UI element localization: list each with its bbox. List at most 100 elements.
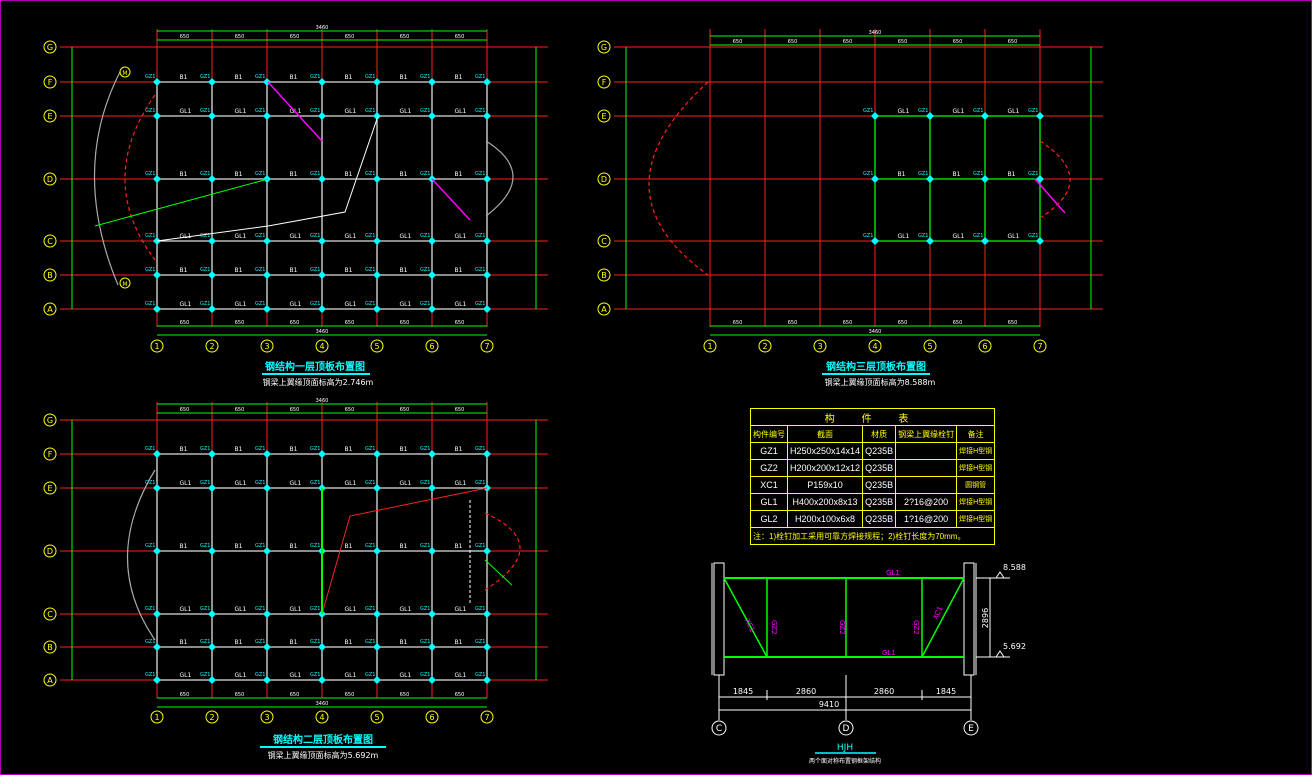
- steel-column: [153, 305, 161, 313]
- elev-bottom-level: 5.692: [1003, 642, 1026, 651]
- brace-line: [484, 559, 513, 586]
- beam-label: GL1: [180, 672, 192, 679]
- dim-span: 650: [843, 39, 853, 45]
- dim-span: 650: [400, 407, 410, 413]
- col-axis-bubble: [703, 339, 717, 353]
- steel-column: [208, 175, 216, 183]
- row-axis-bubble: [43, 673, 57, 687]
- curved-edge: [124, 94, 156, 261]
- beam-label: B1: [400, 74, 408, 81]
- steel-column: [318, 175, 326, 183]
- column-label: GZ1: [310, 108, 320, 114]
- table-cell: 焊接H型钢: [956, 493, 996, 511]
- dim-span: 650: [345, 692, 355, 698]
- beam-label: B1: [290, 543, 298, 550]
- beam-label: B1: [180, 267, 188, 274]
- row-axis-bubble: [43, 413, 57, 427]
- steel-column: [208, 450, 216, 458]
- beam-label: B1: [180, 446, 188, 453]
- row-axis-label: E: [601, 112, 606, 121]
- row-axis-bubble: [597, 40, 611, 54]
- steel-column: [153, 547, 161, 555]
- dim-span: 650: [235, 34, 245, 40]
- steel-column: [208, 676, 216, 684]
- column-label: GZ1: [365, 639, 375, 645]
- m-bubble: [119, 66, 131, 78]
- row-axis-bubble: [43, 75, 57, 89]
- elev-total: 9410: [819, 700, 839, 709]
- steel-column: [153, 676, 161, 684]
- beam-label: B1: [455, 446, 463, 453]
- col-axis-bubble: [978, 339, 992, 353]
- dim-span: 650: [235, 407, 245, 413]
- column-label: GZ1: [475, 301, 485, 307]
- col-axis-label: 4: [872, 342, 877, 351]
- table-row: GL1 H400x200x8x13 Q235B 2?16@200 焊接H型钢: [750, 493, 996, 511]
- column-label: GZ1: [145, 606, 155, 612]
- steel-column: [153, 610, 161, 618]
- column-label: GZ1: [475, 543, 485, 549]
- column-label: GZ1: [365, 543, 375, 549]
- row-axis-bubble: [597, 268, 611, 282]
- beam-label: B1: [345, 267, 353, 274]
- column-label: GZ1: [255, 233, 265, 239]
- column-label: GZ1: [475, 639, 485, 645]
- steel-column: [373, 271, 381, 279]
- member-table-title: 构 件 表: [749, 408, 996, 426]
- beam-label: GL1: [235, 480, 247, 487]
- column-label: GZ1: [918, 233, 928, 239]
- dim-span: 650: [400, 320, 410, 326]
- dim-total: 3460: [316, 329, 329, 335]
- dim-span: 650: [843, 320, 853, 326]
- column-label: GZ1: [973, 171, 983, 177]
- dim-span: 650: [180, 407, 190, 413]
- row-axis-label: G: [47, 43, 53, 52]
- steel-column: [208, 237, 216, 245]
- col-axis-bubble: [480, 710, 494, 724]
- beam-label: B1: [400, 446, 408, 453]
- column-label: GZ1: [973, 108, 983, 114]
- steel-column: [153, 175, 161, 183]
- col-axis-label: 3: [264, 342, 269, 351]
- column-label: GZ1: [255, 171, 265, 177]
- column-label: GZ1: [420, 672, 430, 678]
- steel-column: [871, 112, 879, 120]
- elev-title: HJH: [837, 743, 853, 753]
- dim-span: 650: [290, 407, 300, 413]
- steel-column: [373, 112, 381, 120]
- col-axis-bubble: [315, 339, 329, 353]
- row-axis-label: B: [47, 643, 53, 652]
- beam-label: GL1: [290, 233, 302, 240]
- steel-column: [1036, 175, 1044, 183]
- column-label: GZ1: [420, 606, 430, 612]
- column-label: GZ1: [420, 108, 430, 114]
- steel-column: [153, 271, 161, 279]
- column-label: GZ1: [310, 480, 320, 486]
- curved-edge: [648, 81, 709, 276]
- row-axis-label: A: [47, 676, 53, 685]
- steel-column: [208, 643, 216, 651]
- beam-label: B1: [290, 74, 298, 81]
- elev-axis-c: C: [716, 724, 722, 734]
- column-label: GZ1: [200, 301, 210, 307]
- beam-label: GL1: [235, 301, 247, 308]
- beam-label: B1: [1008, 171, 1016, 178]
- steel-column: [428, 305, 436, 313]
- table-cell: GZ1: [750, 442, 788, 460]
- table-cell: H200x100x6x8: [786, 510, 864, 528]
- beam-label: B1: [345, 639, 353, 646]
- beam-label: B1: [180, 171, 188, 178]
- dim-span: 650: [400, 692, 410, 698]
- table-cell: P159x10: [786, 476, 864, 494]
- plan2-subtitle: 钢梁上翼缘顶面标高为5.692m: [268, 750, 379, 760]
- row-axis-label: D: [601, 175, 607, 184]
- dim-span: 650: [788, 320, 798, 326]
- outline-line: [321, 487, 488, 615]
- column-label: GZ1: [475, 171, 485, 177]
- elev-axis-d: D: [843, 724, 850, 734]
- column-label: GZ1: [200, 543, 210, 549]
- beam-label: GL1: [345, 606, 357, 613]
- col-axis-bubble: [923, 339, 937, 353]
